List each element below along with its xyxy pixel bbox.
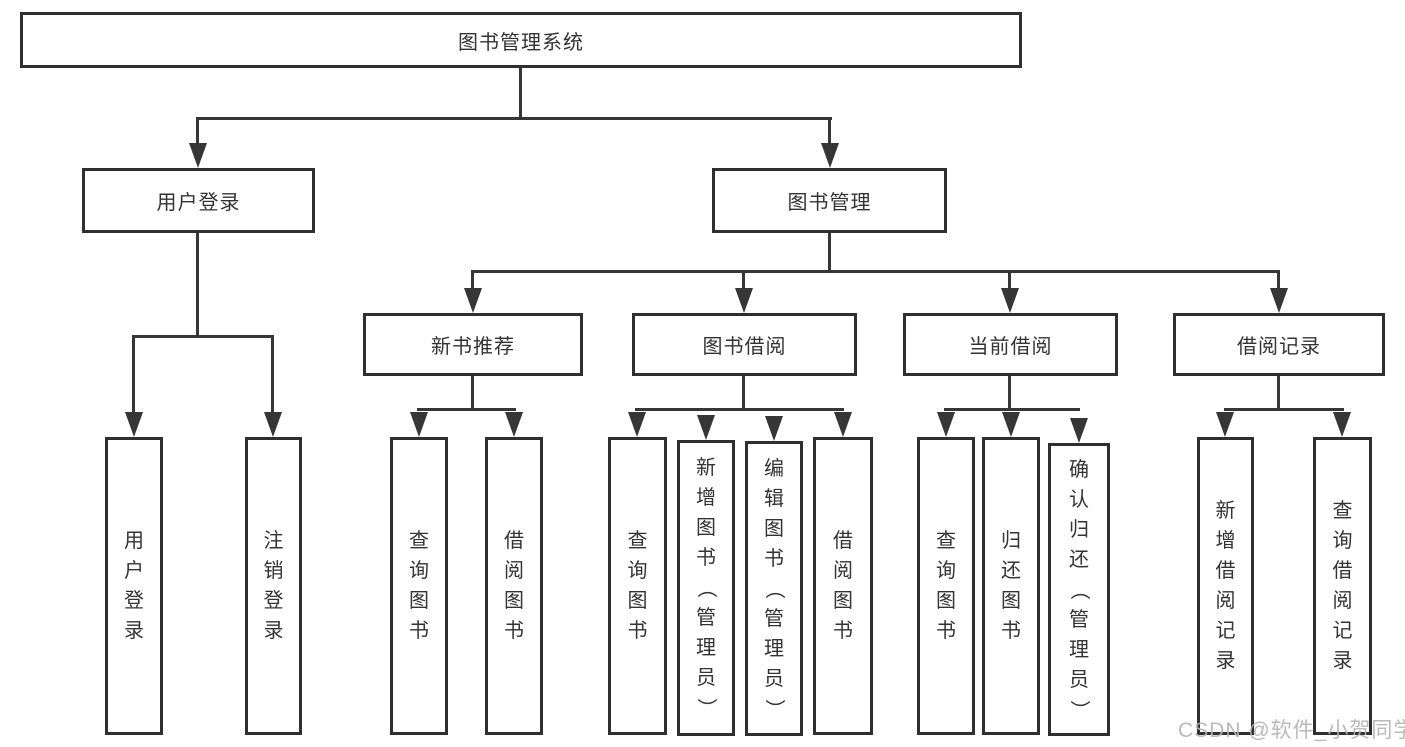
connector-root-stem (519, 68, 522, 120)
leaf-records-query-record: 查询借阅记录 (1313, 437, 1372, 735)
node-user-login: 用户登录 (82, 168, 315, 233)
arrow-down-icon (937, 412, 955, 437)
connector-current-borrow-rail (944, 408, 1080, 411)
arrow-down-icon (735, 288, 753, 313)
node-borrow-records-label: 借阅记录 (1237, 336, 1321, 358)
arrow-down-icon (505, 412, 523, 437)
arrow-down-icon (1002, 412, 1020, 437)
arrow-down-icon (1070, 418, 1088, 443)
connector-root-rail (196, 117, 832, 120)
csdn-watermark: CSDN @软件_小贺同学 (1178, 719, 1405, 742)
leaf-borrow-query-books: 查询图书 (608, 437, 667, 735)
node-book-borrow: 图书借阅 (632, 313, 857, 376)
connector-branch-stem (471, 270, 474, 290)
connector-branch-stem (1008, 270, 1011, 290)
arrow-down-icon (1216, 412, 1234, 437)
node-user-login-label: 用户登录 (156, 192, 241, 214)
arrow-down-icon (264, 412, 282, 437)
node-borrow-records: 借阅记录 (1173, 313, 1385, 376)
connector-book-mgmt-stem (828, 117, 831, 145)
connector-current-borrow-down (1008, 376, 1011, 411)
arrow-down-icon (1001, 288, 1019, 313)
node-book-management-label: 图书管理 (787, 192, 872, 214)
leaf-newbook-query-books: 查询图书 (390, 437, 448, 735)
connector-leaf-stem (132, 335, 135, 412)
connector-branch-stem (742, 270, 745, 290)
leaf-current-confirm-return: 确认归还（管理员） (1048, 443, 1110, 736)
arrow-down-icon (697, 415, 715, 440)
connector-borrow-records-rail (1224, 408, 1344, 411)
arrow-down-icon (1270, 288, 1288, 313)
node-current-borrow: 当前借阅 (903, 313, 1118, 376)
arrow-down-icon (765, 416, 783, 441)
leaf-user-login: 用户登录 (105, 437, 163, 735)
connector-book-mgmt-rail (471, 270, 1280, 273)
connector-borrow-records-down (1277, 376, 1280, 411)
leaf-newbook-borrow-books: 借阅图书 (485, 437, 543, 735)
leaf-borrow-borrow-books: 借阅图书 (813, 437, 873, 735)
connector-user-login-stem (196, 117, 199, 145)
node-new-book-recommend-label: 新书推荐 (431, 336, 515, 358)
connector-book-borrow-down (742, 376, 745, 411)
arrow-down-icon (189, 143, 207, 168)
connector-user-login-down (196, 233, 199, 338)
leaf-logout: 注销登录 (245, 437, 302, 735)
arrow-down-icon (1333, 412, 1351, 437)
node-library-system: 图书管理系统 (20, 12, 1022, 68)
connector-new-book-rail (417, 408, 516, 411)
connector-leaf-stem (271, 335, 274, 412)
connector-branch-stem (1277, 270, 1280, 290)
arrow-down-icon (628, 412, 646, 437)
node-book-borrow-label: 图书借阅 (702, 336, 787, 358)
connector-book-mgmt-down (828, 233, 831, 273)
arrow-down-icon (834, 412, 852, 437)
connector-new-book-down (471, 376, 474, 411)
leaf-borrow-add-books: 新增图书（管理员） (677, 440, 735, 736)
leaf-current-return-books: 归还图书 (982, 437, 1040, 735)
node-book-management: 图书管理 (712, 168, 947, 233)
arrow-down-icon (821, 143, 839, 168)
arrow-down-icon (410, 412, 428, 437)
leaf-records-add-record: 新增借阅记录 (1197, 437, 1254, 735)
connector-book-borrow-rail (635, 408, 844, 411)
node-current-borrow-label: 当前借阅 (968, 336, 1053, 358)
arrow-down-icon (464, 288, 482, 313)
connector-user-login-rail (132, 335, 274, 338)
leaf-current-query-books: 查询图书 (917, 437, 975, 735)
arrow-down-icon (125, 412, 143, 437)
leaf-borrow-edit-books: 编辑图书（管理员） (745, 441, 803, 736)
node-new-book-recommend: 新书推荐 (363, 313, 583, 376)
node-library-system-label: 图书管理系统 (458, 31, 584, 54)
